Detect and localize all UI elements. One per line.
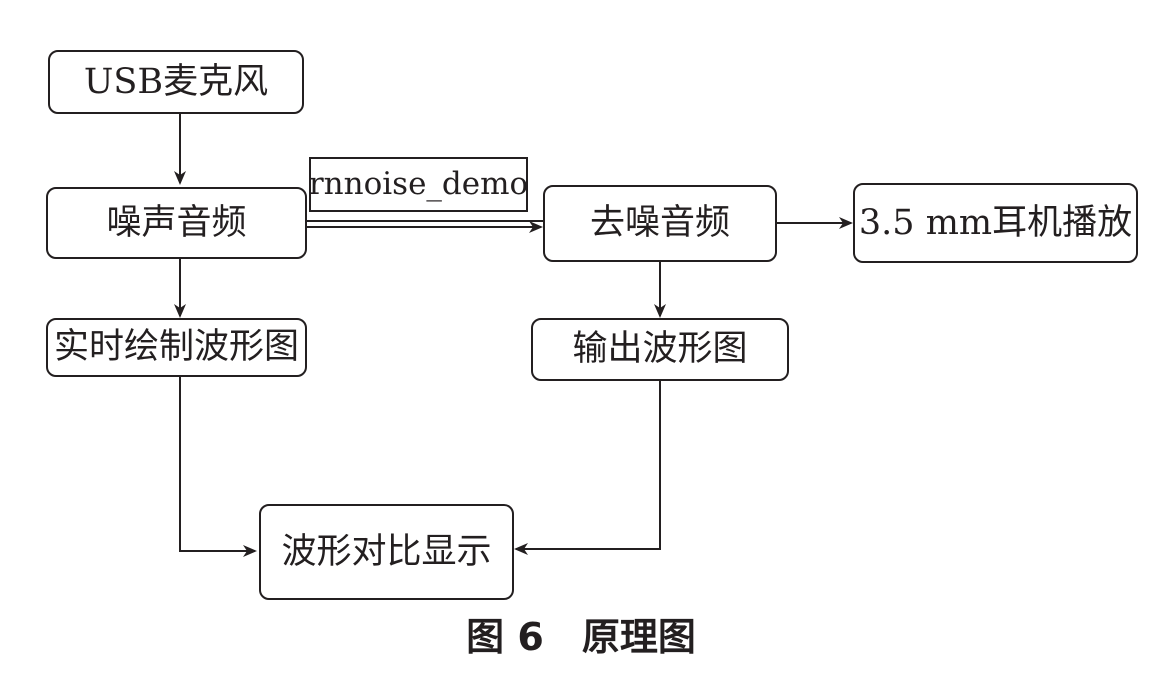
usb-microphone-node: USB麦克风: [48, 50, 304, 114]
figure-caption: 图 6 原理图: [466, 615, 696, 659]
output-waveform-node: 输出波形图: [531, 318, 789, 381]
noisy-audio-node: 噪声音频: [46, 187, 307, 259]
rnnoise-demo-label: rnnoise_demo: [309, 157, 528, 212]
realtime-waveform-node: 实时绘制波形图: [46, 318, 307, 377]
waveform-comparison-node: 波形对比显示: [259, 504, 514, 600]
arrow-realtime-to-compare: [179, 377, 257, 557]
denoised-audio-node: 去噪音频: [543, 185, 777, 262]
arrow-output-to-compare: [514, 381, 661, 555]
headphone-playback-node: 3.5 mm耳机播放: [853, 183, 1138, 263]
